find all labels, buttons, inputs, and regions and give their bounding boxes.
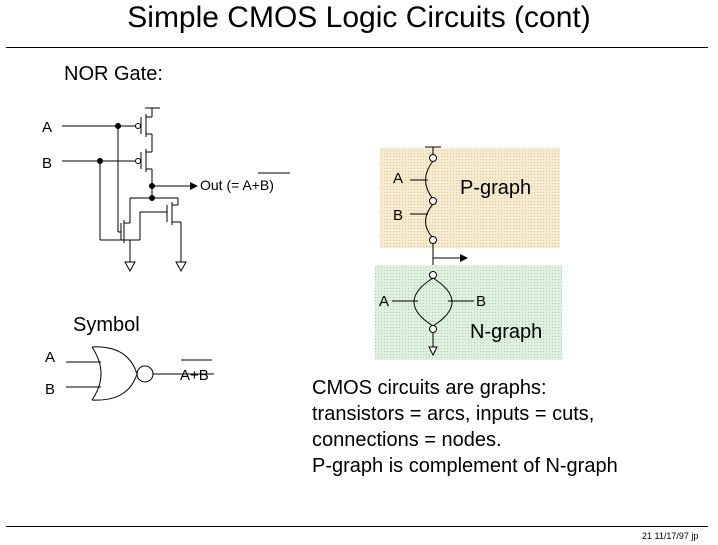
nor-symbol-bubble	[136, 365, 154, 383]
n-graph-node-top	[429, 271, 437, 279]
nor-symbol	[66, 346, 214, 401]
p-graph-arc-b	[425, 203, 434, 239]
title-divider	[6, 47, 708, 48]
schematic-input-b: B	[42, 155, 52, 172]
n-graph-input-b: B	[476, 293, 486, 310]
n-graph-region	[375, 265, 562, 360]
nor-gate-schematic	[62, 107, 198, 273]
symbol-input-b: B	[45, 381, 55, 398]
n-graph-node-bottom	[429, 325, 437, 333]
output-label: Out (= A+B)	[200, 177, 274, 193]
n-graph-arc-b	[432, 277, 453, 327]
description-line-4: P-graph is complement of N-graph	[312, 455, 618, 477]
symbol-heading: Symbol	[73, 314, 140, 336]
graph-output-arrow	[460, 254, 468, 262]
output-arrow	[190, 182, 198, 190]
nor-symbol-bottom-curve	[91, 373, 138, 401]
n-graph-input-a: A	[379, 293, 389, 310]
p-graph-input-a: A	[393, 170, 403, 187]
output-prefix: Out (=	[200, 177, 242, 193]
ground-a-icon	[124, 261, 136, 273]
output-expression: A+B	[242, 177, 269, 193]
n-graph-arc-a	[413, 277, 434, 327]
description-line-1: CMOS circuits are graphs:	[312, 377, 547, 399]
nor-gate-heading: NOR Gate:	[64, 63, 163, 85]
p-graph-node-top	[429, 154, 437, 162]
symbol-output-label: A+B	[180, 367, 209, 384]
schematic-input-a: A	[42, 119, 52, 136]
ground-b-icon	[175, 261, 187, 273]
page-title: Simple CMOS Logic Circuits (cont)	[127, 1, 591, 34]
output-suffix: )	[269, 177, 274, 193]
description-line-2: transistors = arcs, inputs = cuts,	[312, 403, 595, 425]
p-graph-label: P-graph	[460, 177, 531, 199]
symbol-input-a: A	[45, 349, 55, 366]
p-graph	[410, 146, 468, 272]
p-graph-region	[380, 148, 560, 248]
page-footer: 21 11/17/97 jp	[642, 531, 699, 541]
n-graph-label: N-graph	[470, 321, 542, 343]
pmos-b-bubble	[135, 158, 141, 164]
footer-divider	[6, 526, 708, 527]
p-graph-input-b: B	[393, 207, 403, 224]
pmos-a-bubble	[135, 123, 141, 129]
description-line-3: connections = nodes.	[312, 429, 502, 451]
n-graph	[392, 271, 474, 357]
p-graph-node-mid	[429, 197, 437, 205]
nor-symbol-back	[91, 346, 102, 401]
p-graph-node-bottom	[429, 236, 437, 244]
n-graph-ground-icon	[428, 346, 438, 357]
nor-symbol-top-curve	[91, 346, 138, 375]
